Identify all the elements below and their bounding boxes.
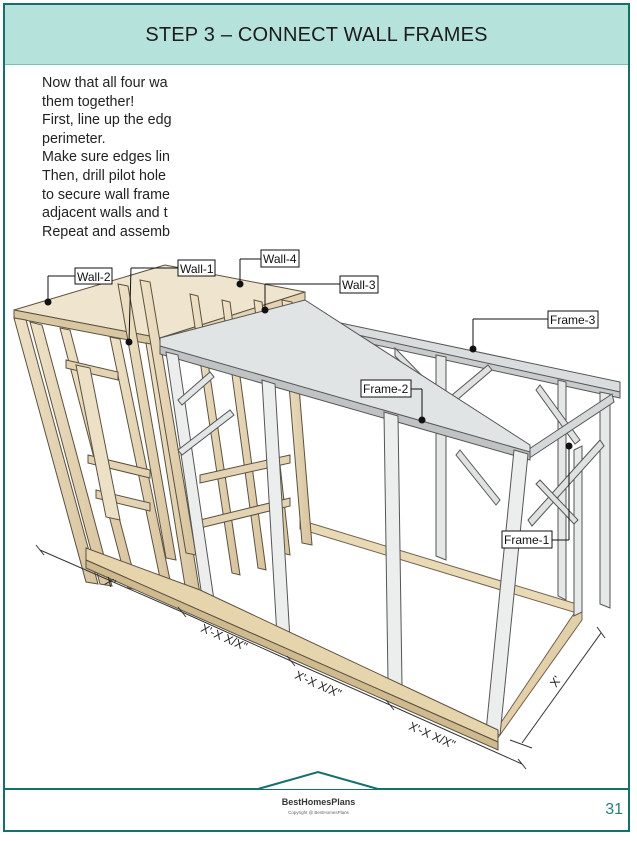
intro-line: First, line up the edg <box>42 112 172 129</box>
label-frame-1: Frame-1 <box>504 533 550 547</box>
intro-line: Now that all four wa <box>42 75 168 91</box>
intro-line: to secure wall frame <box>42 186 170 203</box>
label-wall-4: Wall-4 <box>263 252 297 266</box>
intro-line: Repeat and assemb <box>42 223 170 240</box>
footer-brand: BestHomesPlans <box>281 797 356 807</box>
callouts: Wall-2 Wall-1 Wall-4 Wall-3 <box>44 249 599 549</box>
callout-wall-4: Wall-4 <box>236 249 300 288</box>
right-wall-frame-1 <box>519 393 615 617</box>
intro-text: Now that all four wa them together! Firs… <box>42 74 184 241</box>
callout-frame-1: Frame-1 <box>501 442 573 549</box>
intro-line: perimeter. <box>42 130 106 147</box>
label-wall-3: Wall-3 <box>342 278 376 292</box>
callout-wall-1: Wall-1 <box>125 259 216 346</box>
footer-copyright: Copyright @ BestHomesPlans <box>288 810 349 815</box>
page-border <box>3 3 630 832</box>
intro-line: Then, drill pilot hole <box>42 167 166 184</box>
label-wall-1: Wall-1 <box>180 262 214 276</box>
intro-line: Make sure edges lin <box>42 149 170 166</box>
intro-line: them together! <box>42 93 135 110</box>
callout-wall-2: Wall-2 <box>44 267 113 306</box>
label-frame-3: Frame-3 <box>550 313 596 327</box>
callout-frame-3: Frame-3 <box>469 310 599 353</box>
callout-wall-3: Wall-3 <box>261 275 379 314</box>
step-title: STEP 3 – CONNECT WALL FRAMES <box>145 24 488 46</box>
dimension-lines <box>35 544 606 770</box>
front-bottom-plate <box>85 547 499 751</box>
intro-line: adjacent walls and t <box>42 205 168 222</box>
front-wall-frame-2 <box>159 299 531 736</box>
step-header: STEP 3 – CONNECT WALL FRAMES <box>5 5 628 65</box>
label-frame-2: Frame-2 <box>363 382 409 396</box>
page-number: 31 <box>605 801 623 818</box>
label-wall-2: Wall-2 <box>77 270 111 284</box>
callout-frame-2: Frame-2 <box>360 379 426 424</box>
